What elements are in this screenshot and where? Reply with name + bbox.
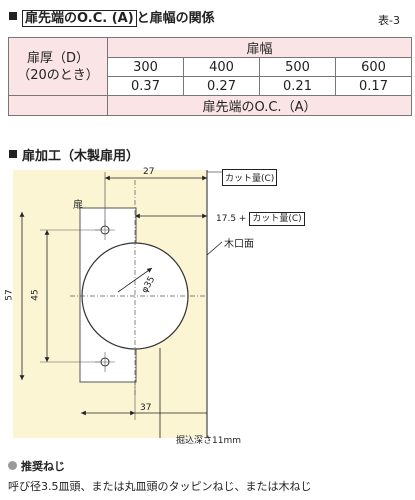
table-footer: 扉先端のO.C.（A） bbox=[107, 95, 412, 116]
oc-table: 扉厚（D） （20のとき） 扉幅 300 400 500 600 0.37 0.… bbox=[8, 37, 412, 116]
oc-cell: 0.37 bbox=[107, 76, 184, 96]
row-header: 扉厚（D） （20のとき） bbox=[8, 37, 108, 96]
title-prefix: 扉先端の bbox=[25, 11, 78, 26]
edge-label: 木口面 bbox=[224, 239, 254, 250]
recommended-screws-body: 呼び径3.5皿頭、または丸皿頭のタッピンねじ、または木ねじ bbox=[8, 480, 312, 493]
edge-leader bbox=[206, 241, 223, 256]
section1-title: 扉先端のO.C. (A)と扉幅の関係 bbox=[22, 7, 215, 27]
width-cell: 300 bbox=[107, 57, 184, 77]
dim-37-label: 37 bbox=[140, 403, 152, 413]
section-bullet bbox=[9, 150, 17, 158]
width-cell: 500 bbox=[259, 57, 336, 77]
depth-label: 掘込深さ11mm bbox=[176, 436, 241, 446]
section2-title: 扉加工（木製扉用） bbox=[22, 149, 140, 164]
dim-57-label: 57 bbox=[4, 289, 15, 301]
door-processing-diagram bbox=[13, 170, 230, 438]
width-cell: 600 bbox=[335, 57, 412, 77]
width-cell: 400 bbox=[183, 57, 260, 77]
phi35-leader bbox=[117, 267, 153, 293]
oc-cell: 0.17 bbox=[335, 76, 412, 96]
dim-45-label: 45 bbox=[30, 289, 41, 301]
footer-spacer bbox=[8, 95, 108, 116]
recommended-screws-title: 推奨ねじ bbox=[21, 460, 65, 473]
title-suffix: と扉幅の関係 bbox=[136, 11, 215, 26]
cut-amount-tag-2: カット量(C) bbox=[249, 212, 305, 226]
cut-amount-tag-1: カット量(C) bbox=[222, 169, 278, 186]
bullet-circle bbox=[8, 461, 17, 470]
row-header-line2: （20のとき） bbox=[17, 67, 99, 83]
dim-27-label: 27 bbox=[143, 167, 155, 177]
title-oc: O.C. (A) bbox=[77, 11, 134, 26]
oc-cell: 0.21 bbox=[259, 76, 336, 96]
row-header-line1: 扉厚（D） bbox=[26, 50, 89, 66]
section-bullet bbox=[9, 12, 17, 20]
table-label: 表-3 bbox=[378, 14, 400, 27]
dim-175-prefix: 17.5 + bbox=[216, 214, 247, 224]
col-group-header: 扉幅 bbox=[107, 37, 412, 58]
door-label: 扉 bbox=[73, 200, 83, 211]
dim-175-label: 17.5 + カット量(C) bbox=[216, 211, 305, 226]
oc-cell: 0.27 bbox=[183, 76, 260, 96]
